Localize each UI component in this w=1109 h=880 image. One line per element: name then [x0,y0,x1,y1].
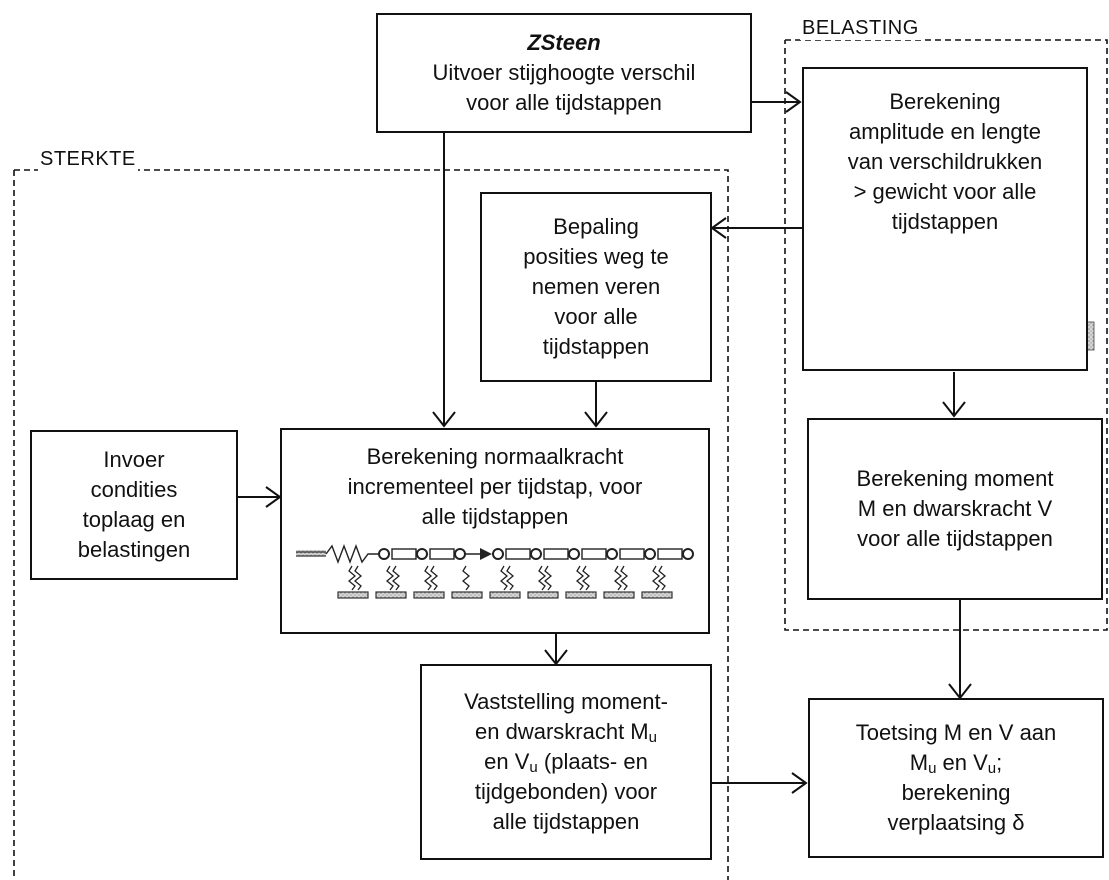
vaststelling-line3: en Vu (plaats- en [484,747,648,777]
invoer-box: Invoer condities toplaag en belastingen [30,430,238,580]
amplitude-line2: amplitude en lengte [848,119,1042,144]
toetsing-line1: Toetsing M en V aan [855,720,1057,745]
normaalkracht-line2: incrementeel per tijdstap, voor [347,474,643,499]
bepaling-line2: posities weg te [523,244,669,269]
vaststelling-line1: Vaststelling moment- [464,689,668,714]
amplitude-box: Berekening amplitude en lengte van versc… [802,67,1088,371]
bepaling-line3: nemen veren [531,274,661,299]
invoer-line1: Invoer [103,447,165,472]
zsteen-line1: Uitvoer stijghoogte verschil [432,60,696,85]
vaststelling-line3-text: en V [484,749,530,774]
toetsing-line4: verplaatsing δ [887,810,1025,835]
normaalkracht-box: Berekening normaalkracht incrementeel pe… [280,428,710,634]
invoer-line4: belastingen [77,537,191,562]
normaalkracht-line1: Berekening normaalkracht [366,444,624,469]
invoer-line2: condities [90,477,178,502]
toetsing-line2-sub2: u [987,760,997,777]
moment-line3: voor alle tijdstappen [857,526,1053,551]
vaststelling-line2-text: en dwarskracht M [475,719,649,744]
bepaling-box: Bepaling posities weg te nemen veren voo… [480,192,712,382]
bepaling-line1: Bepaling [553,214,639,239]
zsteen-line2: voor alle tijdstappen [466,90,662,115]
sterkte-label: STERKTE [38,148,138,171]
toetsing-box: Toetsing M en V aan Mu en Vu; berekening… [808,698,1104,858]
toetsing-line2: Mu en Vu; [910,748,1003,778]
zsteen-box: ZSteen Uitvoer stijghoogte verschil voor… [376,13,752,133]
amplitude-line5: tijdstappen [891,209,999,234]
vaststelling-line3-sub: u [529,759,538,776]
toetsing-line3: berekening [901,780,1011,805]
vaststelling-line4: tijdgebonden) voor [474,779,658,804]
moment-line1: Berekening moment [856,466,1054,491]
vaststelling-line2: en dwarskracht Mu [475,717,657,747]
amplitude-line1: Berekening [889,89,1001,114]
moment-line2: M en dwarskracht V [857,496,1053,521]
bepaling-line5: tijdstappen [542,334,650,359]
vaststelling-line5: alle tijdstappen [492,809,640,834]
amplitude-line4: > gewicht voor alle [853,179,1037,204]
vaststelling-box: Vaststelling moment- en dwarskracht Mu e… [420,664,712,860]
invoer-line3: toplaag en [82,507,186,532]
toetsing-line2-end: ; [996,750,1003,775]
normaalkracht-line3: alle tijdstappen [421,504,569,529]
toetsing-line2-v: en V [936,750,988,775]
amplitude-line3: van verschildrukken [847,149,1043,174]
toetsing-line2-sub1: u [928,760,937,777]
vaststelling-line2-sub: u [648,729,657,746]
zsteen-title: ZSteen [527,30,601,55]
belasting-label: BELASTING [800,17,921,40]
moment-box: Berekening moment M en dwarskracht V voo… [807,418,1103,600]
toetsing-line2-m: M [909,750,929,775]
vaststelling-line3-rest: (plaats- en [537,749,648,774]
bepaling-line4: voor alle [554,304,638,329]
